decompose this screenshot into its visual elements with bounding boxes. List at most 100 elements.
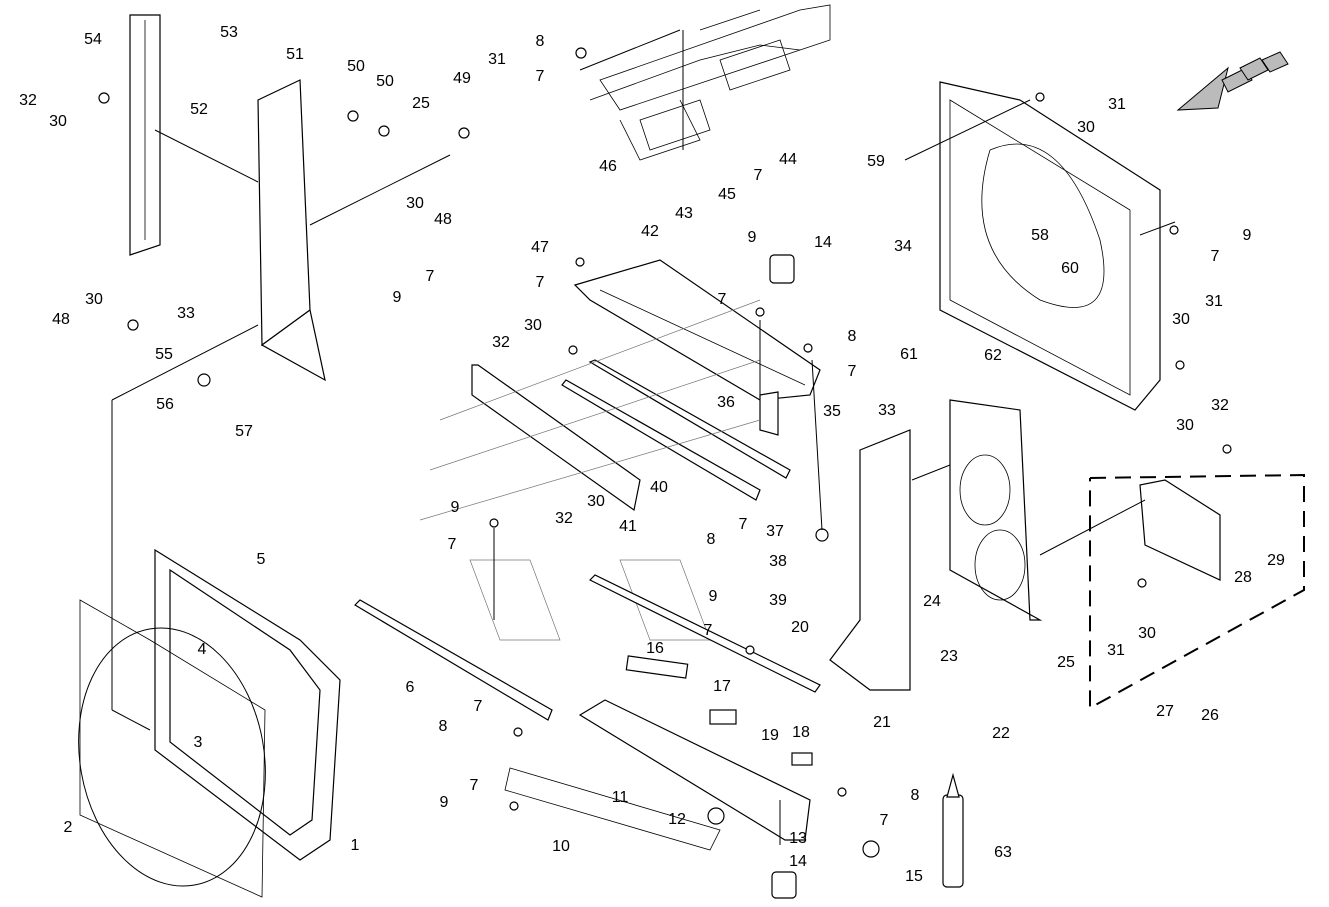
callout-c17: 17 (713, 678, 731, 695)
callout-c12: 12 (668, 811, 686, 828)
callout-c30d: 30 (524, 317, 542, 334)
callout-c44: 44 (779, 151, 797, 168)
callout-c9a: 9 (393, 289, 402, 306)
callout-c7k: 7 (470, 777, 479, 794)
callout-c8e: 8 (911, 787, 920, 804)
callout-c14a: 14 (814, 234, 832, 251)
callout-c36: 36 (717, 394, 735, 411)
callout-c30a: 30 (49, 113, 67, 130)
callout-c26: 26 (1201, 707, 1219, 724)
callout-c34: 34 (894, 238, 912, 255)
callout-c19: 19 (761, 727, 779, 744)
callout-c30b: 30 (406, 195, 424, 212)
callout-c9b: 9 (748, 229, 757, 246)
callout-c7b: 7 (754, 167, 763, 184)
callout-c39: 39 (769, 592, 787, 609)
callout-c31c: 31 (1205, 293, 1223, 310)
callout-c18: 18 (792, 724, 810, 741)
callout-c61: 61 (900, 346, 918, 363)
kit-box (1089, 473, 1305, 710)
callout-c59: 59 (867, 153, 885, 170)
callout-c25a: 25 (412, 95, 430, 112)
callout-c30h: 30 (1176, 417, 1194, 434)
lower-frame (354, 574, 821, 851)
callout-c49: 49 (453, 70, 471, 87)
callout-c48b: 48 (52, 311, 70, 328)
callout-c1: 1 (351, 837, 360, 854)
leader-lines (111, 29, 1176, 845)
callout-c42: 42 (641, 223, 659, 240)
callout-c30c: 30 (85, 291, 103, 308)
callout-c33b: 33 (878, 402, 896, 419)
callout-c56: 56 (156, 396, 174, 413)
callout-c5: 5 (257, 551, 266, 568)
callout-c20: 20 (791, 619, 809, 636)
callout-c32a: 32 (19, 92, 37, 109)
callout-c63: 63 (994, 844, 1012, 861)
callout-c7h: 7 (448, 536, 457, 553)
callout-c30f: 30 (1077, 119, 1095, 136)
middle-bars (471, 359, 791, 512)
callout-c13: 13 (789, 830, 807, 847)
callout-c8c: 8 (707, 531, 716, 548)
callout-c52: 52 (190, 101, 208, 118)
fan-shroud (78, 548, 341, 898)
callout-c16: 16 (646, 640, 664, 657)
callout-c9f: 9 (1243, 227, 1252, 244)
hardware (98, 47, 1232, 899)
callout-labels: 1234567777777777777888889999991011121314… (19, 24, 1285, 885)
callout-c33a: 33 (177, 305, 195, 322)
callout-c11: 11 (612, 789, 629, 806)
callout-c45: 45 (718, 186, 736, 203)
callout-c7g: 7 (739, 516, 748, 533)
callout-c47: 47 (531, 239, 549, 256)
callout-c48a: 48 (434, 211, 452, 228)
callout-c35: 35 (823, 403, 841, 420)
callout-c40: 40 (650, 479, 668, 496)
callout-c7d: 7 (426, 268, 435, 285)
callout-c32c: 32 (555, 510, 573, 527)
callout-c3: 3 (194, 734, 203, 751)
callout-c30e: 30 (587, 493, 605, 510)
chassis-frame (589, 4, 831, 161)
callout-c21: 21 (873, 714, 891, 731)
fan-plate (949, 399, 1043, 621)
callout-c27: 27 (1156, 703, 1174, 720)
callout-c8d: 8 (439, 718, 448, 735)
callout-c23: 23 (940, 648, 958, 665)
direction-arrow-icon (1176, 51, 1289, 111)
callout-c32d: 32 (1211, 397, 1229, 414)
callout-c7m: 7 (1211, 248, 1220, 265)
callout-c58: 58 (1031, 227, 1049, 244)
callout-c2: 2 (64, 819, 73, 836)
callout-c10: 10 (552, 838, 570, 855)
callout-c30i: 30 (1138, 625, 1156, 642)
callout-c46: 46 (599, 158, 617, 175)
callout-c57: 57 (235, 423, 253, 440)
callout-c7f: 7 (848, 363, 857, 380)
callout-c8b: 8 (848, 328, 857, 345)
callout-c31a: 31 (488, 51, 506, 68)
callout-c6: 6 (406, 679, 415, 696)
callout-c55: 55 (155, 346, 173, 363)
callout-c31b: 31 (1108, 96, 1126, 113)
callout-c4: 4 (198, 641, 207, 658)
callout-c7c: 7 (536, 274, 545, 291)
callout-c9c: 9 (451, 499, 460, 516)
callout-c14b: 14 (789, 853, 807, 870)
radiator-housing (939, 81, 1161, 411)
callout-c9d: 9 (709, 588, 718, 605)
callout-c54: 54 (84, 31, 102, 48)
upper-crossmember (573, 259, 821, 436)
callout-c31d: 31 (1107, 642, 1125, 659)
callout-c38: 38 (769, 553, 787, 570)
callout-c22: 22 (992, 725, 1010, 742)
callout-c7j: 7 (474, 698, 483, 715)
callout-c53: 53 (220, 24, 238, 41)
callout-c7e: 7 (718, 291, 727, 308)
callout-c43: 43 (675, 205, 693, 222)
callout-c7l: 7 (880, 812, 889, 829)
callout-c9e: 9 (440, 794, 449, 811)
callout-c25b: 25 (1057, 654, 1075, 671)
